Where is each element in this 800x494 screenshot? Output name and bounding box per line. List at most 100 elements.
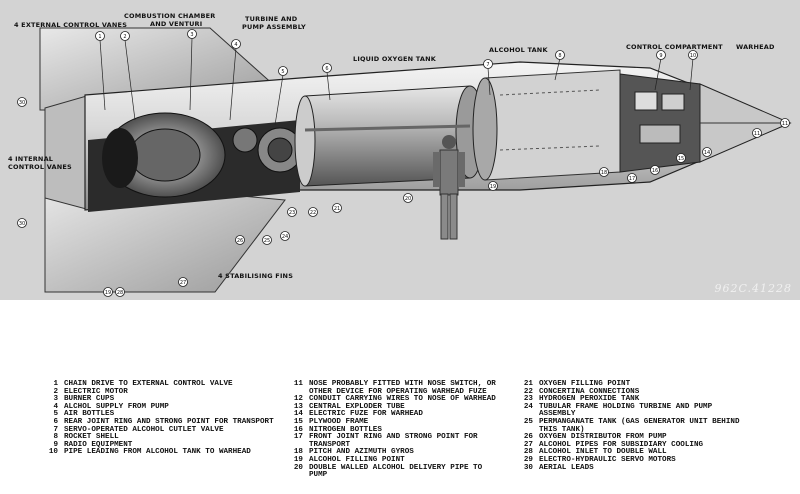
legend-item: 3 BURNER CUPS	[44, 396, 274, 404]
legend-item-number: 22	[523, 387, 533, 396]
legend-item-number: 6	[53, 417, 58, 426]
cutaway-illustration: 1 2 3 4 5 6 7 8 9 10 11 11 30 30 19 28 2…	[0, 0, 800, 300]
legend-item-number: 18	[293, 448, 303, 457]
legend-item-number: 26	[523, 433, 533, 442]
svg-text:9: 9	[659, 53, 662, 59]
label-pump: PUMP ASSEMBLY	[242, 23, 306, 31]
legend-item-text: CONCERTINA CONNECTIONS	[539, 387, 640, 396]
svg-text:1: 1	[98, 34, 101, 40]
svg-text:23: 23	[289, 210, 295, 216]
callout-numbers: 1 2 3 4 5 6 7 8 9 10 11 11 30 30 19 28 2…	[19, 32, 788, 296]
legend-item-number: 3	[53, 395, 58, 404]
svg-text:8: 8	[558, 53, 561, 59]
legend-item-text: PLYWOOD FRAME	[309, 417, 369, 426]
legend-item-number: 30	[523, 463, 533, 472]
svg-text:21: 21	[334, 206, 340, 212]
legend-item-continuation: THIS TANK)	[539, 425, 585, 434]
legend-item-number: 27	[523, 440, 533, 449]
svg-text:11: 11	[754, 131, 760, 137]
legend-item-number: 1	[53, 380, 58, 388]
legend-item-text: PITCH AND AZIMUTH GYROS	[309, 448, 414, 457]
legend-item-text: BURNER CUPS	[64, 395, 115, 404]
legend-item-text: PERMANGANATE TANK (GAS GENERATOR UNIT BE…	[539, 417, 740, 426]
legend-item-text: AIR BOTTLES	[64, 410, 115, 419]
svg-text:11: 11	[782, 121, 788, 127]
svg-text:4: 4	[234, 42, 237, 48]
legend-item-text: ROCKET SHELL	[64, 433, 119, 442]
svg-text:14: 14	[704, 150, 710, 156]
svg-text:30: 30	[19, 100, 25, 106]
legend-item-text: ELECTRIC MOTOR	[64, 387, 128, 396]
legend-item-number: 12	[293, 395, 303, 404]
legend-item: 15 PLYWOOD FRAME	[289, 417, 496, 427]
legend-item-text: ALCHOL SUPPLY FROM PUMP	[64, 402, 169, 411]
label-internal-vanes-2: CONTROL VANES	[8, 163, 72, 171]
svg-text:20: 20	[405, 196, 411, 202]
legend-item-number: 21	[523, 380, 533, 388]
legend-item-continuation: OTHER DEVICE FOR OPERATING WARHEAD FUZE	[309, 387, 487, 396]
legend-item-text: ALCOHOL FILLING POINT	[309, 455, 405, 464]
callout-markers	[17, 29, 790, 297]
legend-item-number: 15	[293, 417, 303, 426]
label-turbine: TURBINE AND	[245, 15, 298, 23]
legend-item-number: 17	[293, 433, 303, 442]
legend-item-text: NITROGEN BOTTLES	[309, 425, 382, 434]
legend-item-continuation: TRANSPORT	[309, 440, 351, 449]
legend-item: 27 ALCOHOL PIPES FOR SUBSIDIARY COOLING	[519, 440, 740, 450]
svg-text:26: 26	[237, 238, 243, 244]
legend-item: 2 ELECTRIC MOTOR	[44, 387, 274, 397]
legend-item-number: 2	[53, 387, 58, 396]
legend-item-number: 24	[523, 402, 533, 411]
legend-item-text: ALCOHOL PIPES FOR SUBSIDIARY COOLING	[539, 440, 704, 449]
legend-item-text: ELECTRO-HYDRAULIC SERVO MOTORS	[539, 455, 676, 464]
legend-item-number: 14	[293, 410, 303, 419]
legend-item-continuation: ASSEMBLY	[539, 410, 576, 419]
legend-item: 14 ELECTRIC FUZE FOR WARHEAD	[289, 411, 496, 419]
legend-item-continuation: PUMP	[309, 471, 328, 480]
legend-item-text: ELECTRIC FUZE FOR WARHEAD	[309, 410, 423, 419]
legend-item-number: 28	[523, 448, 533, 457]
svg-text:7: 7	[486, 62, 489, 68]
svg-text:28: 28	[117, 290, 123, 296]
legend-item-text: TUBULAR FRAME HOLDING TURBINE AND PUMP	[539, 402, 713, 411]
label-lox-tank: LIQUID OXYGEN TANK	[353, 55, 436, 63]
legend-item-number: 16	[293, 425, 303, 434]
soldier-figure	[433, 135, 465, 240]
svg-text:30: 30	[19, 221, 25, 227]
label-internal-vanes-1: 4 INTERNAL	[8, 155, 54, 163]
label-control-compartment: CONTROL COMPARTMENT	[626, 43, 723, 51]
legend-item-text: OXYGEN FILLING POINT	[539, 380, 631, 388]
svg-text:27: 27	[180, 280, 186, 286]
legend-item: 1 CHAIN DRIVE TO EXTERNAL CONTROL VALVE	[44, 380, 274, 389]
svg-text:10: 10	[690, 53, 696, 59]
svg-text:25: 25	[264, 238, 270, 244]
legend-item: 21 OXYGEN FILLING POINT	[519, 380, 740, 389]
legend-item-text: CHAIN DRIVE TO EXTERNAL CONTROL VALVE	[64, 380, 233, 388]
legend-item-text: HYDROGEN PEROXIDE TANK	[539, 395, 640, 404]
svg-text:2: 2	[123, 34, 126, 40]
legend-item-number: 20	[293, 463, 303, 472]
legend-item-number: 7	[53, 425, 58, 434]
svg-text:3: 3	[190, 32, 193, 38]
legend-item: 18 PITCH AND AZIMUTH GYROS	[289, 449, 496, 457]
legend-item-text: AERIAL LEADS	[539, 463, 594, 472]
label-external-vanes: 4 EXTERNAL CONTROL VANES	[14, 21, 128, 29]
legend-item-text: NOSE PROBABLY FITTED WITH NOSE SWITCH, O…	[309, 380, 496, 388]
svg-text:24: 24	[282, 234, 288, 240]
label-fins: 4 STABILISING FINS	[218, 272, 294, 280]
legend-item-text: RADIO EQUIPMENT	[64, 440, 133, 449]
legend-item-text: CENTRAL EXPLODER TUBE	[309, 402, 405, 411]
